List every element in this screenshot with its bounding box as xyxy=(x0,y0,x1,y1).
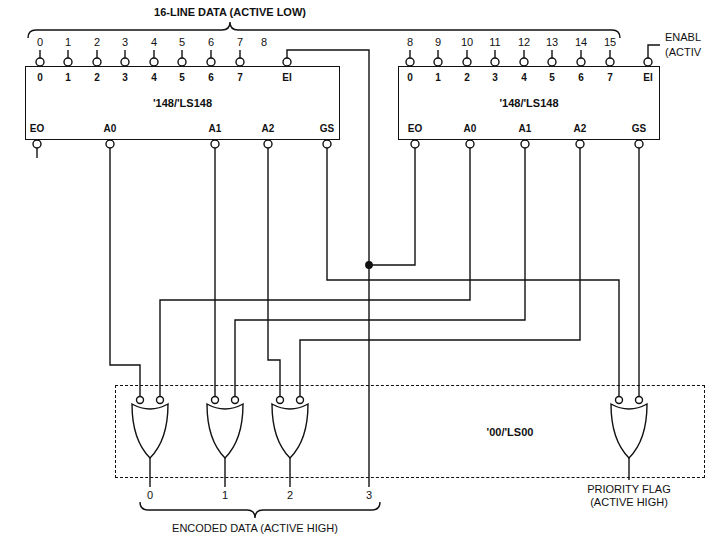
pin-label: EI xyxy=(281,71,292,84)
signal-wire xyxy=(110,140,140,385)
part-number: '00/'LS00 xyxy=(485,426,536,438)
input-number: 10 xyxy=(460,36,474,49)
output-pins xyxy=(33,140,643,158)
pin-label: EI xyxy=(642,71,653,84)
input-number: 8 xyxy=(260,36,268,49)
bit3-wire xyxy=(368,265,369,487)
pin-label: 0 xyxy=(36,71,44,84)
input-number: 3 xyxy=(121,36,129,49)
pin-label: 4 xyxy=(150,71,158,84)
pin-label: 0 xyxy=(406,71,414,84)
part-number: '148/'LS148 xyxy=(151,97,214,109)
pin-label: 6 xyxy=(577,71,585,84)
pin-label: 7 xyxy=(236,71,244,84)
input-number: 15 xyxy=(603,36,617,49)
input-number: 9 xyxy=(434,36,442,49)
pin-label: GS xyxy=(631,122,647,135)
bus-brace xyxy=(28,22,620,38)
bus-title: 16-LINE DATA (ACTIVE LOW) xyxy=(153,6,307,19)
input-number: 7 xyxy=(236,36,244,49)
nand-gate xyxy=(207,385,243,487)
input-number: 12 xyxy=(517,36,531,49)
part-number: '148/'LS148 xyxy=(497,97,560,109)
pin-label: 3 xyxy=(121,71,129,84)
pin-label: A2 xyxy=(261,122,276,135)
input-number: 11 xyxy=(488,36,501,49)
input-number: 8 xyxy=(406,36,414,49)
output-bit: 2 xyxy=(286,489,294,502)
pin-label: 1 xyxy=(64,71,72,84)
pin-label: A2 xyxy=(573,122,588,135)
pin-label: A0 xyxy=(463,122,478,135)
input-number: 0 xyxy=(36,36,44,49)
gate-package: '00/'LS00 xyxy=(115,385,705,478)
signal-wire xyxy=(638,140,639,385)
input-number: 2 xyxy=(93,36,101,49)
output-bit: 0 xyxy=(146,489,154,502)
input-number: 6 xyxy=(207,36,215,49)
pin-label: 3 xyxy=(491,71,499,84)
enable-label: (ACTIV xyxy=(664,46,702,59)
output-brace xyxy=(140,502,380,518)
signal-wire xyxy=(287,50,415,265)
input-number: 5 xyxy=(178,36,186,49)
flag-label: PRIORITY FLAG (ACTIVE HIGH) xyxy=(580,483,678,509)
input-number: 4 xyxy=(150,36,158,49)
pin-label: 1 xyxy=(434,71,442,84)
pin-label: EO xyxy=(407,122,423,135)
pin-label: 2 xyxy=(93,71,101,84)
pin-label: 4 xyxy=(520,71,528,84)
pin-label: 2 xyxy=(463,71,471,84)
enable-label: ENABL xyxy=(664,31,702,44)
signal-wire xyxy=(214,140,215,385)
nand-gate xyxy=(132,385,168,487)
input-number: 1 xyxy=(64,36,72,49)
signal-wire xyxy=(327,140,619,385)
pin-label: 6 xyxy=(207,71,215,84)
pin-label: 7 xyxy=(606,71,614,84)
pin-label: A1 xyxy=(208,122,223,135)
input-number: 14 xyxy=(574,36,588,49)
junction-dot xyxy=(366,262,372,268)
signal-wire xyxy=(268,140,280,385)
pin-label: A0 xyxy=(103,122,118,135)
pin-label: A1 xyxy=(518,122,533,135)
input-pins xyxy=(36,45,660,66)
nand-gate xyxy=(611,385,647,480)
pin-label: EO xyxy=(29,122,45,135)
bus-label: ENCODED DATA (ACTIVE HIGH) xyxy=(171,522,339,535)
signal-wire xyxy=(235,140,525,385)
pin-label: 5 xyxy=(178,71,186,84)
output-bit: 1 xyxy=(221,489,229,502)
input-number: 13 xyxy=(545,36,559,49)
output-bit: 3 xyxy=(365,489,373,502)
signal-wire xyxy=(300,140,580,385)
nand-gate xyxy=(272,385,308,487)
signal-wire xyxy=(160,140,470,385)
pin-label: 5 xyxy=(548,71,556,84)
pin-label: GS xyxy=(319,122,335,135)
